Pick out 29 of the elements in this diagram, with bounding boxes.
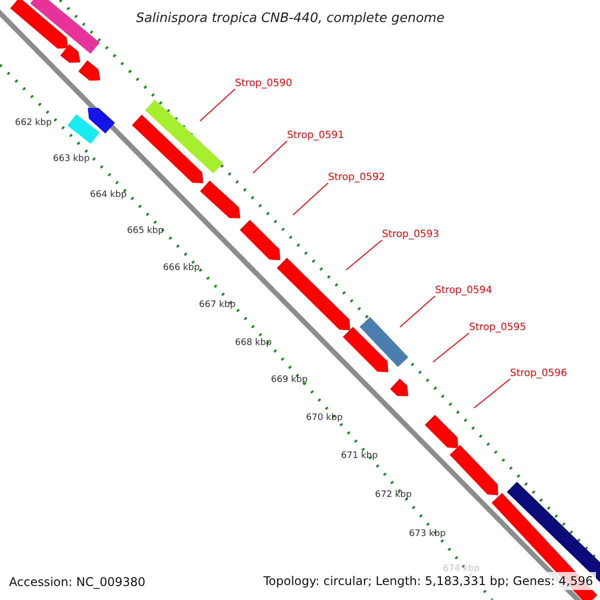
- position-label: 662 kbp: [15, 118, 52, 129]
- accession-text: Accession: NC_009380: [9, 574, 146, 590]
- position-label: 667 kbp: [199, 300, 236, 311]
- gene-label: Strop_0593: [382, 229, 440, 241]
- position-label: 673 kbp: [409, 529, 446, 540]
- gene-label: Strop_0591: [287, 130, 344, 142]
- gene-label: Strop_0590: [235, 78, 292, 90]
- gene-label: Strop_0592: [328, 172, 386, 184]
- leader-line: [346, 240, 382, 270]
- position-label: 665 kbp: [127, 226, 164, 237]
- position-label: 671 kbp: [341, 451, 378, 462]
- position-label: 672 kbp: [375, 490, 412, 501]
- position-label: 669 kbp: [271, 375, 308, 386]
- leader-line: [400, 296, 436, 328]
- leader-line: [292, 182, 328, 216]
- leader-line: [200, 88, 236, 122]
- position-label: 664 kbp: [90, 190, 127, 201]
- leader-line: [252, 140, 288, 174]
- position-label: 668 kbp: [235, 338, 272, 349]
- leader-line: [432, 332, 470, 362]
- position-label: 663 kbp: [53, 154, 90, 165]
- position-label: 666 kbp: [163, 263, 200, 274]
- leader-line: [474, 378, 510, 408]
- gene-label: Strop_0595: [469, 322, 526, 334]
- title: Salinispora tropica CNB-440, complete genome: [136, 10, 444, 28]
- gene-label: Strop_0594: [435, 285, 492, 297]
- position-label: 670 kbp: [306, 413, 343, 424]
- gene-label: Strop_0596: [510, 368, 568, 380]
- genome-info-text: Topology: circular; Length: 5,183,331 bp; Genes: 4,596: [260, 572, 596, 590]
